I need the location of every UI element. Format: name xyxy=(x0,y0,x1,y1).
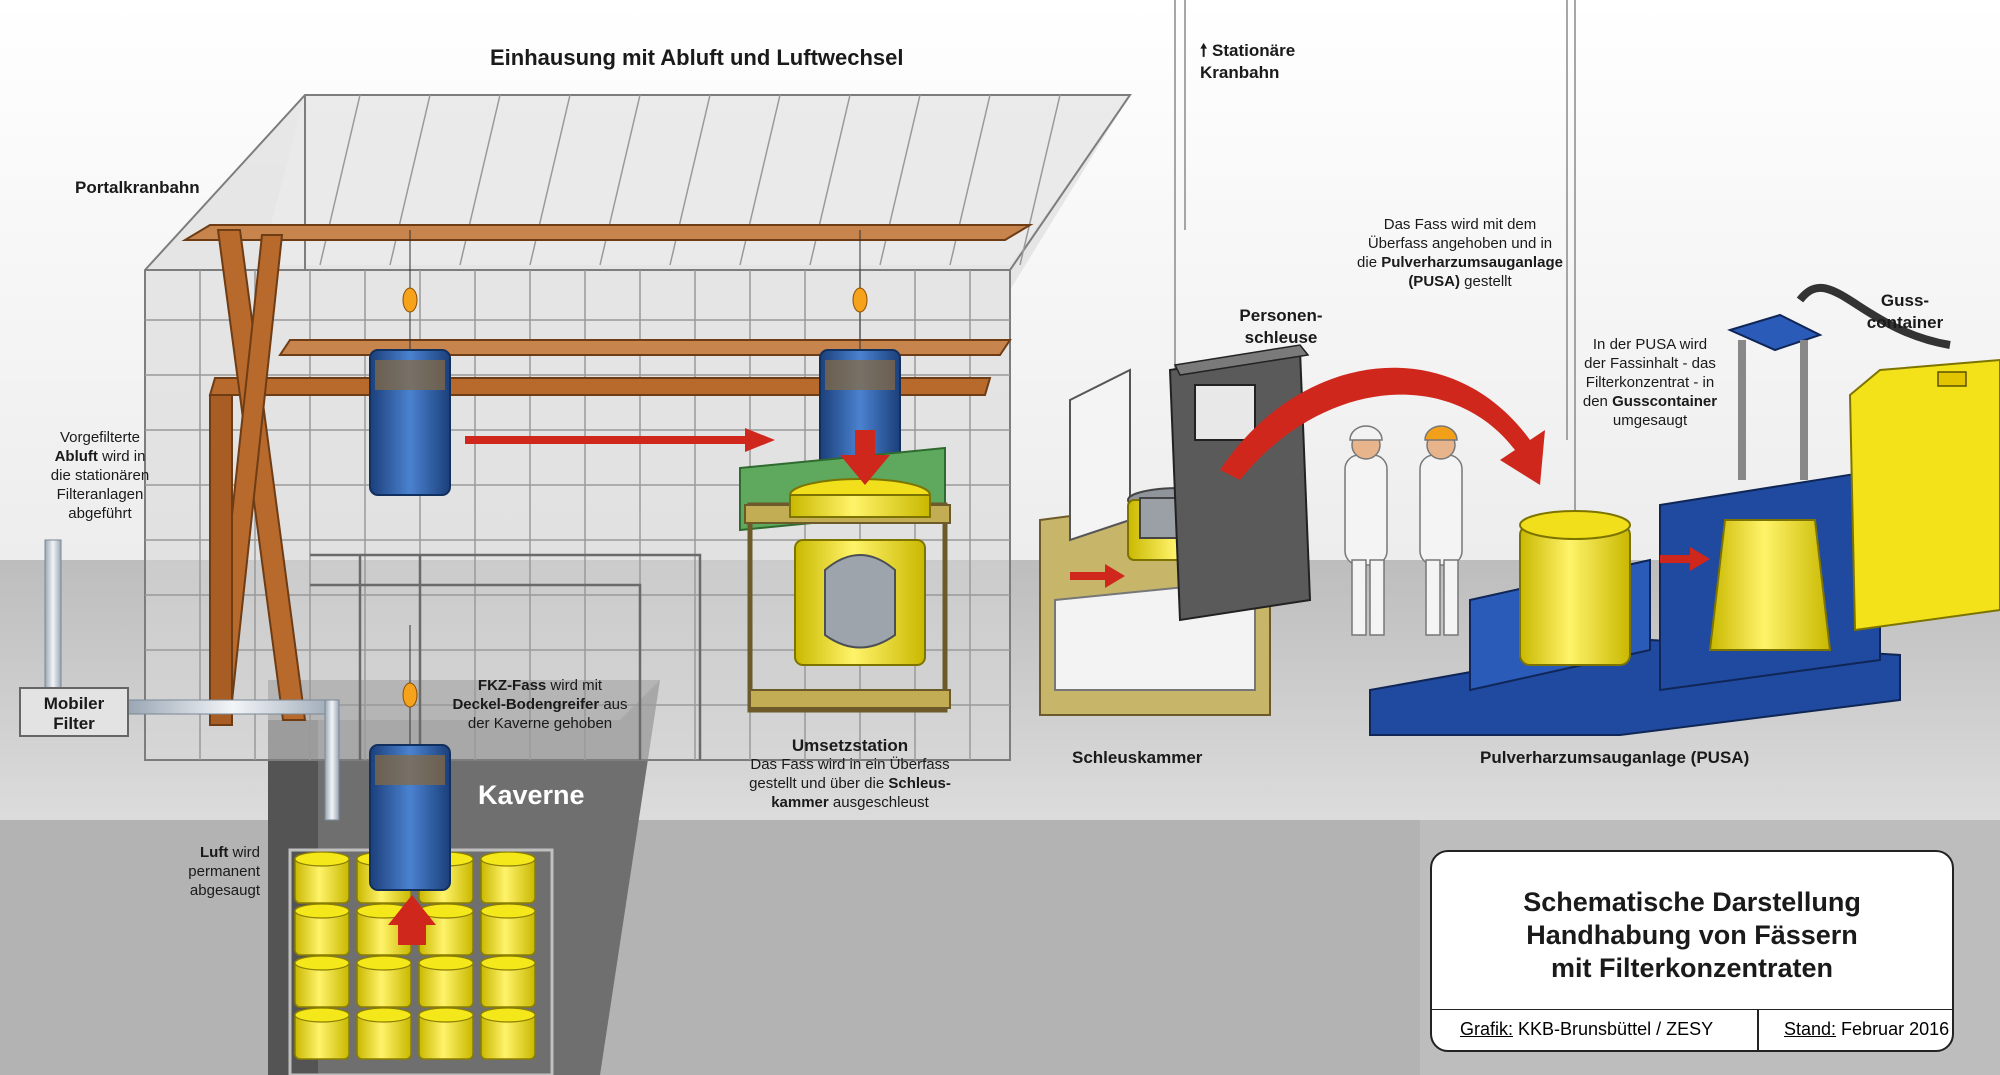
cast-container-label: Guss-container xyxy=(1866,291,1944,332)
pusa-name-label: Pulverharzumsauganlage (PUSA) xyxy=(1480,748,1750,767)
enclosure-title: Einhausung mit Abluft und Luftwechsel xyxy=(490,45,904,70)
crane-drums xyxy=(369,230,901,891)
title-box: Schematische Darstellung Handhabung von … xyxy=(1430,850,1954,1052)
prefiltered-exhaust-label: Vorgefilterte Abluft wird in die station… xyxy=(50,429,150,522)
personnel-lock xyxy=(1168,344,1312,622)
title-footer: Grafik: KKB-Brunsbüttel / ZESY Stand: Fe… xyxy=(1432,1009,1952,1050)
footer-divider xyxy=(1757,1010,1759,1050)
personnel-lock-label: Personen-schleuse xyxy=(1239,306,1323,347)
pusa-plant xyxy=(1369,313,1901,736)
air-extracted-label: Luft wird permanent abgesaugt xyxy=(188,844,260,899)
diagram-title: Schematische Darstellung Handhabung von … xyxy=(1432,886,1952,985)
title-line-2: Handhabung von Fässern xyxy=(1526,920,1858,950)
pusa-content-label: In der PUSA wird der Fassinhalt - das Fi… xyxy=(1582,336,1718,429)
fkz-drum-label: FKZ-Fass wird mit Deckel-Bodengreifer au… xyxy=(452,677,628,732)
cavern-label: Kaverne xyxy=(478,780,585,810)
cast-container xyxy=(1796,283,2000,632)
transfer-station-label: Umsetzstation Das Fass wird in ein Überf… xyxy=(749,736,951,811)
transport-arrows xyxy=(388,367,1710,945)
credit-text: Grafik: KKB-Brunsbüttel / ZESY xyxy=(1460,1019,1714,1039)
transfer-station xyxy=(739,446,951,713)
workers xyxy=(1344,425,1463,636)
portal-crane-label: Portalkranbahn xyxy=(75,178,200,197)
up-arrow-icon: 🠕 xyxy=(1200,41,1208,60)
title-line-1: Schematische Darstellung xyxy=(1523,887,1861,917)
title-line-3: mit Filterkonzentraten xyxy=(1550,953,1834,983)
date-text: Stand: Februar 2016 xyxy=(1784,1019,1950,1039)
exhaust-pipe xyxy=(19,539,340,821)
lock-chamber-label: Schleuskammer xyxy=(1072,748,1203,767)
railing xyxy=(310,553,702,760)
drum-lifted-label: Das Fass wird mit dem Überfass angehoben… xyxy=(1357,216,1563,290)
